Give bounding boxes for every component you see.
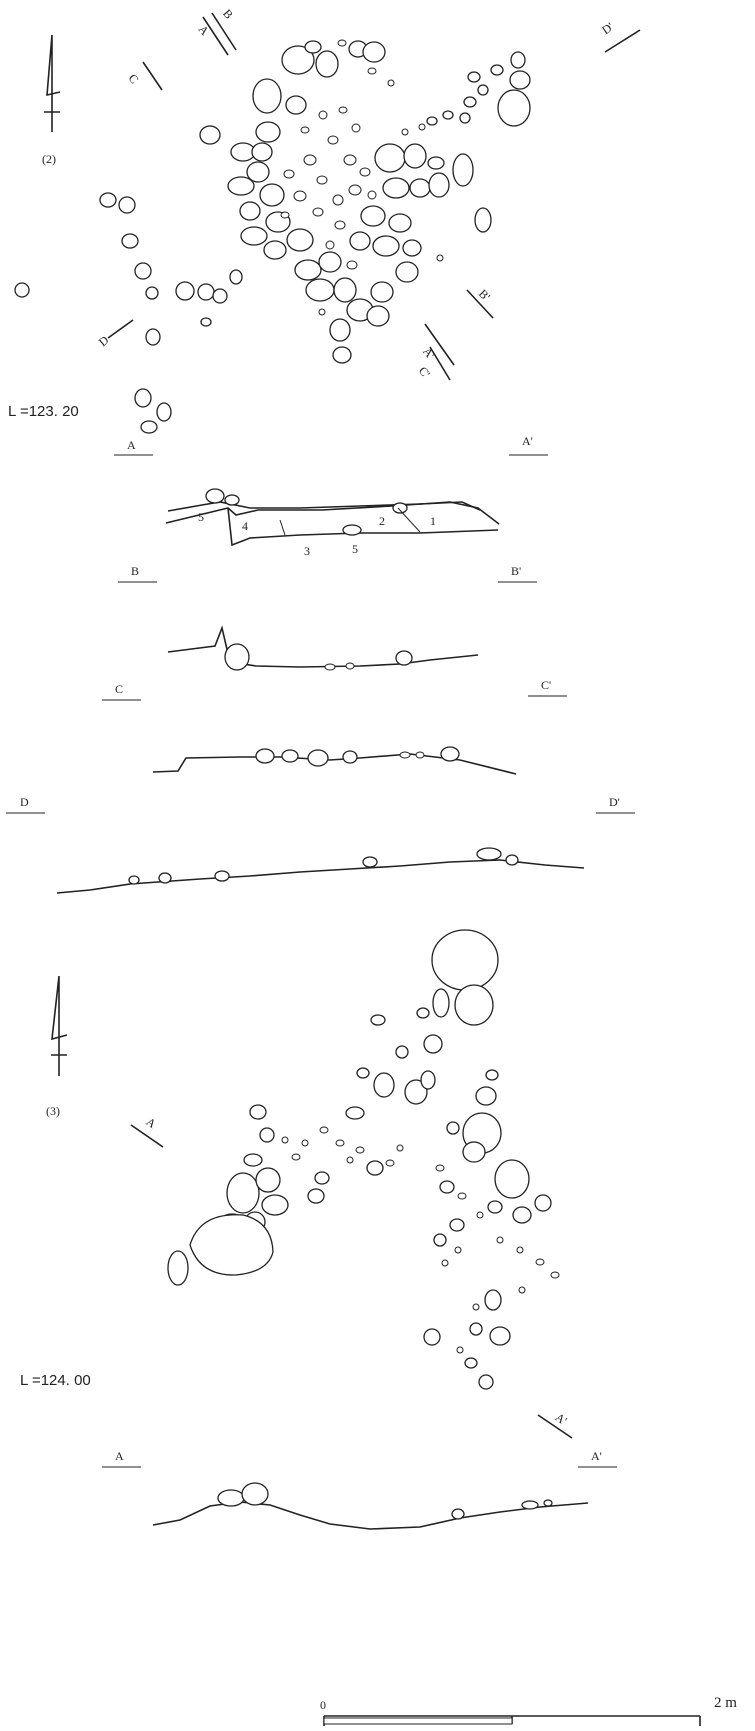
section-b-left: B	[131, 564, 139, 578]
plan-mark-b-prime: B'	[476, 287, 493, 304]
layer-3: 3	[304, 544, 310, 558]
elevation-label-3: L =124. 00	[20, 1372, 91, 1389]
stone-cluster-2	[14, 39, 531, 434]
section-marker-b-start: B	[211, 6, 237, 51]
plan-mark-a-prime: A'	[420, 344, 438, 361]
section-marker-d-prime: D'	[599, 20, 641, 53]
north-arrow-3	[51, 975, 68, 1076]
section-a-a-prime-3: A A'	[102, 1449, 617, 1530]
plan-mark-a-prime-3: A'	[553, 1410, 570, 1428]
section-a-right: A'	[522, 434, 533, 448]
section-a3-right: A'	[591, 1449, 602, 1463]
section-a-a-prime: A A' 5 4 2 1 3 5	[114, 434, 548, 558]
section-marker-a-start: A	[196, 16, 229, 56]
section-b-b-prime: B B'	[118, 564, 537, 671]
section-marker-a-3: A	[130, 1115, 164, 1148]
section-marker-a-prime: A' C'	[416, 323, 455, 381]
section-marker-b-prime: B'	[466, 287, 494, 319]
section-marker-a-prime-3: A'	[537, 1410, 573, 1439]
plan-mark-a-3: A	[144, 1115, 159, 1132]
layer-4: 4	[242, 519, 248, 533]
layer-5b: 5	[352, 542, 358, 556]
figure-2-label: (2)	[42, 152, 56, 166]
section-marker-c-start: C	[126, 61, 163, 91]
section-a3-left: A	[115, 1449, 124, 1463]
section-a-left: A	[127, 438, 136, 452]
elevation-label-2: L =123. 20	[8, 403, 79, 420]
layer-2: 2	[379, 514, 385, 528]
plan-mark-c-prime: C'	[416, 364, 433, 381]
plan-mark-c: C	[126, 71, 142, 86]
layer-5a: 5	[198, 510, 204, 524]
scale-end: 2 m	[714, 1695, 737, 1711]
section-d-left: D	[20, 795, 29, 809]
figure-3-label: (3)	[46, 1104, 60, 1118]
scale-zero: 0	[320, 1698, 326, 1712]
section-c-left: C	[115, 682, 123, 696]
north-arrow	[44, 34, 61, 132]
section-c-c-prime: C C'	[102, 678, 567, 775]
scale-bar: 0 2 m	[320, 1695, 737, 1726]
section-d-right: D'	[609, 795, 620, 809]
stone-cluster-3	[167, 929, 560, 1390]
plan-mark-d: D	[96, 333, 112, 350]
plan-mark-a: A	[196, 22, 213, 38]
section-b-right: B'	[511, 564, 521, 578]
section-c-right: C'	[541, 678, 551, 692]
layer-1: 1	[430, 514, 436, 528]
section-marker-d-start: D	[96, 319, 134, 350]
section-d-d-prime: D D'	[6, 795, 635, 894]
plan-mark-d-prime: D'	[599, 20, 616, 38]
plan-mark-b: B	[220, 6, 236, 21]
